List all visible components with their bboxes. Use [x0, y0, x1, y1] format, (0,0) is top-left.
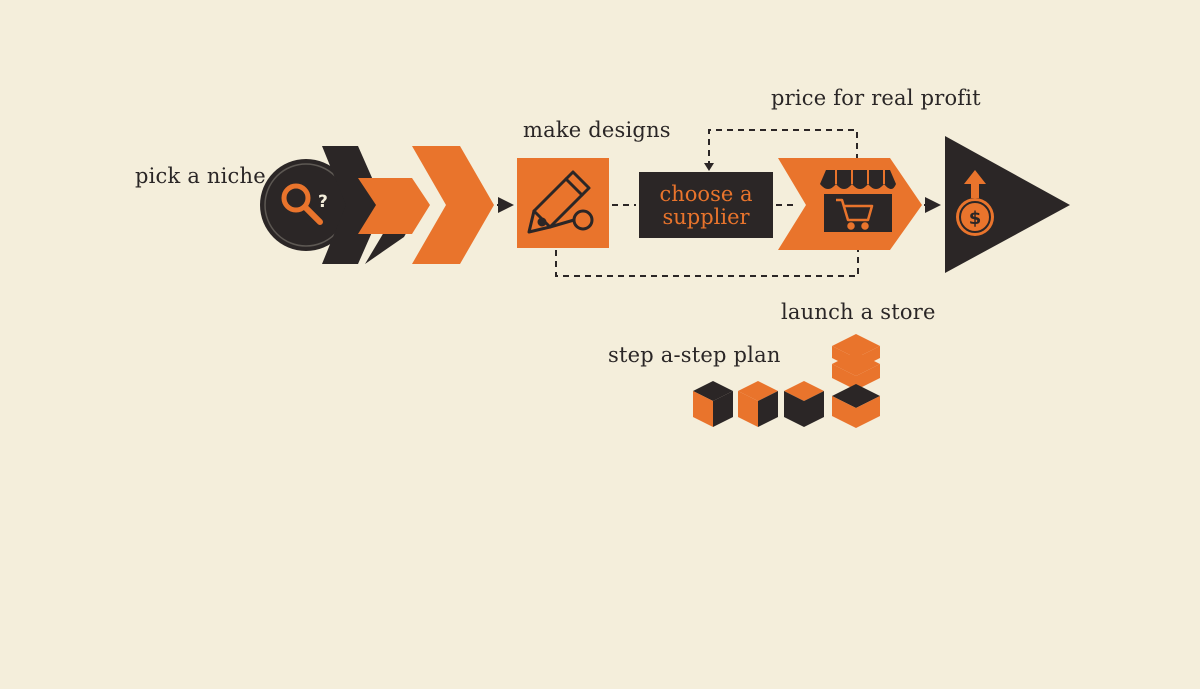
label-step-plan: step a-step plan [608, 343, 781, 367]
question-magnifier-icon: ? [281, 183, 328, 225]
designs-box [517, 158, 609, 248]
dollar-up-arrow-icon: $ [956, 170, 994, 236]
dash-loop-bottom [555, 248, 859, 277]
svg-text:?: ? [318, 192, 328, 212]
store-awning-icon [820, 170, 896, 232]
label-launch-store: launch a store [781, 300, 936, 324]
profit-triangle [945, 136, 1070, 273]
supplier-label-line-2: supplier [662, 205, 750, 229]
supplier-label-line-1: choose a [659, 182, 753, 206]
loop-top-arrowhead [704, 163, 714, 171]
orange-band [358, 178, 430, 234]
shopping-cart-icon [836, 198, 874, 230]
dash-loop-top [708, 129, 858, 164]
pencil-icon [527, 170, 594, 234]
svg-text:$: $ [969, 208, 982, 229]
blocks-icon [693, 334, 880, 428]
dark-chevron-1 [322, 146, 384, 264]
label-make-designs: make designs [523, 118, 671, 142]
label-pick-niche: pick a niche [135, 164, 266, 188]
label-price-profit: price for real profit [771, 86, 981, 110]
orange-chevron [412, 146, 494, 264]
supplier-box [639, 172, 773, 238]
